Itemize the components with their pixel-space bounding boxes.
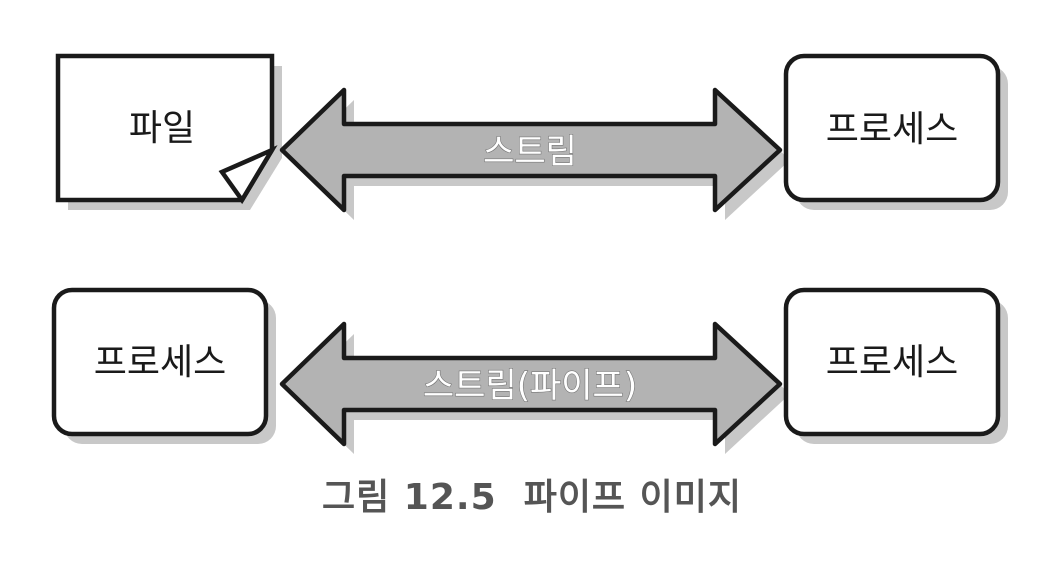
process-box-outline xyxy=(783,53,1001,203)
process-box-bottom-right: 프로세스 xyxy=(783,287,1008,444)
stream-label: 스트림 xyxy=(483,132,577,172)
process-label: 프로세스 xyxy=(826,109,958,150)
file-label: 파일 xyxy=(129,108,195,149)
process-label: 프로세스 xyxy=(826,342,958,383)
pipe-diagram: 파일 스트림 프로세스 프로세스 스트림(파이프) 프로세스 xyxy=(51,53,1008,454)
pipe-stream-arrow: 스트림(파이프) xyxy=(279,321,790,454)
process-label: 프로세스 xyxy=(94,342,226,383)
process-box-outline xyxy=(51,287,269,437)
figure-caption: 그림 12.5 파이프 이미지 xyxy=(322,477,742,518)
stream-arrow: 스트림 xyxy=(279,87,790,220)
file-icon xyxy=(218,145,278,205)
stream-arrow-shape xyxy=(279,87,783,213)
process-box-outline xyxy=(783,287,1001,437)
file-box: 파일 xyxy=(55,53,282,210)
process-box-top-right: 프로세스 xyxy=(783,53,1008,210)
pipe-stream-label: 스트림(파이프) xyxy=(423,366,637,406)
pipe-arrow-shape xyxy=(279,321,783,447)
process-box-bottom-left: 프로세스 xyxy=(51,287,276,444)
